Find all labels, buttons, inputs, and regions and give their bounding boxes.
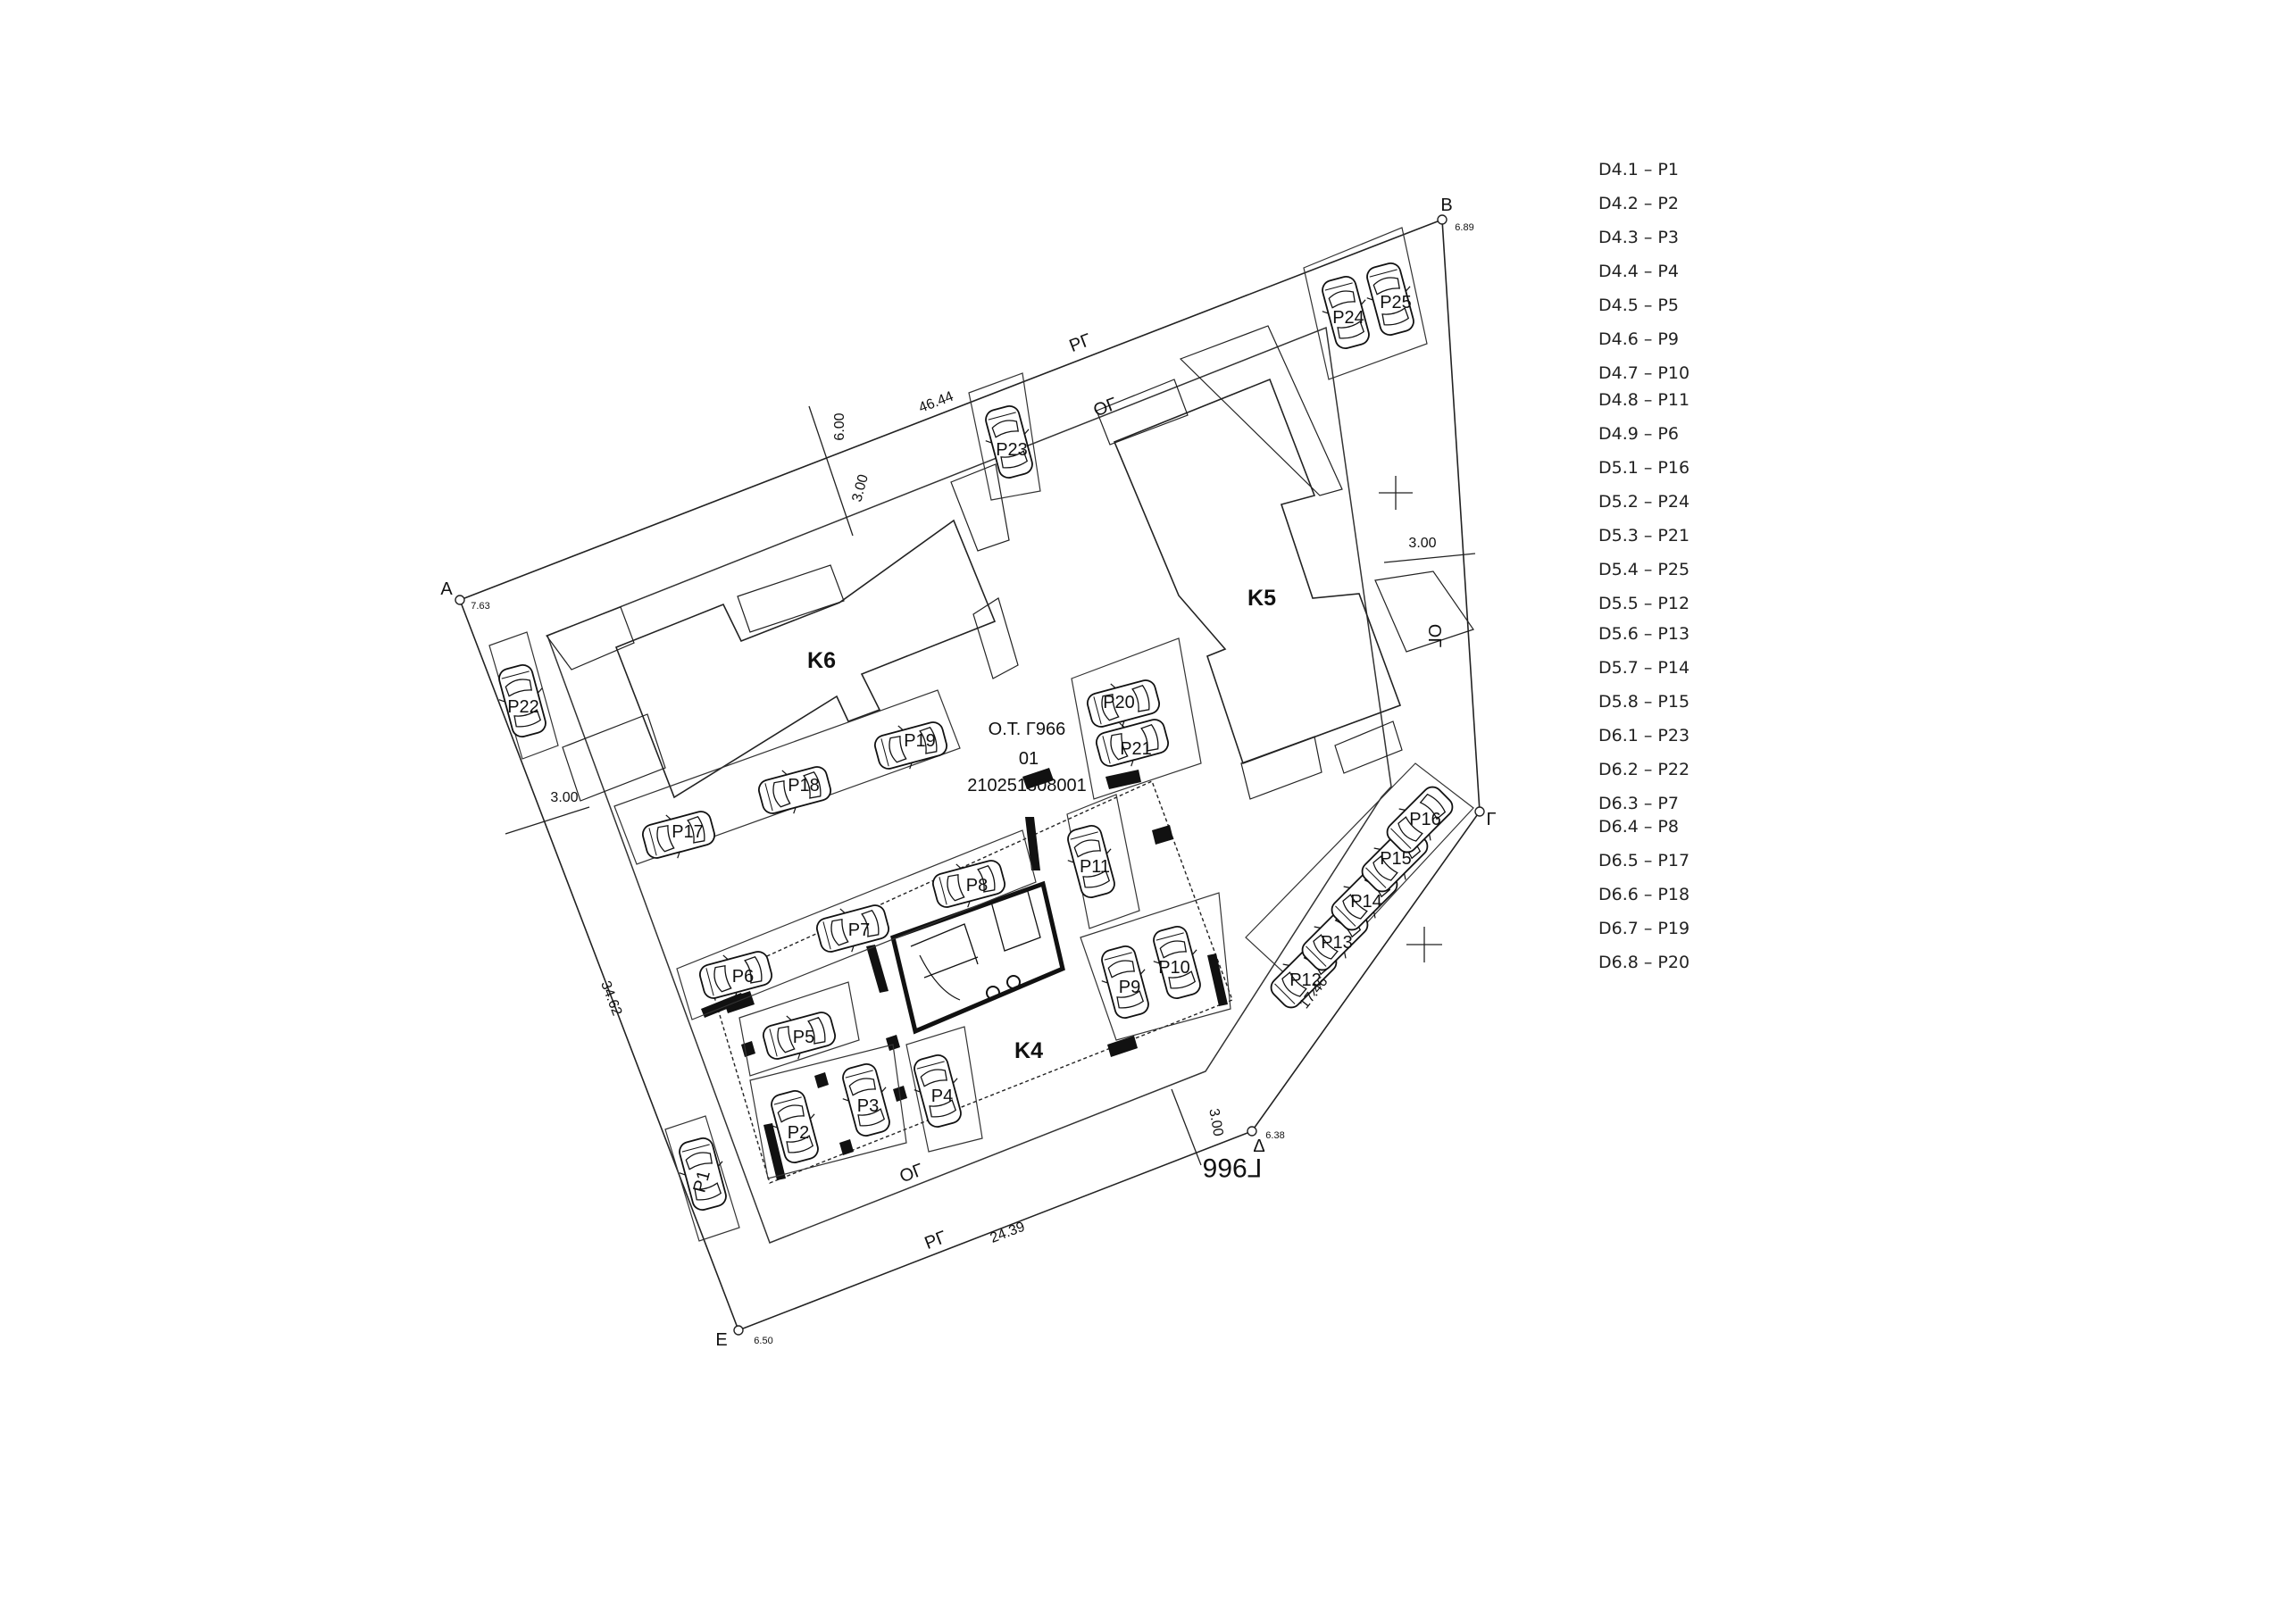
corner-label-g: Γ <box>1486 810 1496 829</box>
dim-setback-right: 3.00 <box>1408 536 1436 551</box>
legend-item: D6.8 – P20 <box>1598 953 1690 972</box>
legend-item: D5.8 – P15 <box>1598 692 1690 712</box>
corner-e <box>733 1325 744 1336</box>
plot-boundary <box>459 218 1481 1332</box>
block-label: Ο.Τ. Γ966 <box>989 720 1066 739</box>
legend-item: D4.3 – P3 <box>1598 228 1679 247</box>
parking-label: P5 <box>793 1028 814 1047</box>
parking-label: P12 <box>1289 970 1322 990</box>
parking-label: P4 <box>931 1087 953 1106</box>
parking-label: P8 <box>966 876 988 895</box>
parking-labels: P1 P2 P3 P4 P5 P6 P7 P8 P9 P10 P11 P12 P… <box>507 293 1441 1195</box>
parking-label: P13 <box>1321 933 1353 953</box>
building-lines <box>546 326 1392 1244</box>
block-id: Γ966 <box>1203 1153 1263 1182</box>
parking-label: P21 <box>1120 739 1152 759</box>
cadastral-code: 210251308001 <box>967 776 1086 795</box>
parking-label: P18 <box>788 776 820 795</box>
legend-item: D5.4 – P25 <box>1598 560 1690 579</box>
building-k6 <box>546 463 1019 802</box>
corner-b <box>1437 214 1448 225</box>
legend-item: D6.3 – P7 <box>1598 794 1679 813</box>
legend-item: D5.5 – P12 <box>1598 594 1690 613</box>
building-label-k4: K4 <box>1014 1038 1043 1063</box>
parking-legend: D4.1 – P1 D4.2 – P2 D4.3 – P3 D4.4 – P4 … <box>1598 156 1866 978</box>
legend-item: D4.1 – P1 <box>1598 160 1679 179</box>
corner-elev-a: 7.63 <box>471 601 489 612</box>
legend-item: D6.4 – P8 <box>1598 817 1679 837</box>
corner-elev-d: 6.38 <box>1265 1130 1284 1141</box>
parking-label: P7 <box>848 920 870 940</box>
dim-setback-top: 6.00 <box>832 412 847 440</box>
legend-item: D4.8 – P11 <box>1598 390 1690 410</box>
parking-label: P3 <box>857 1096 879 1116</box>
parking-label: P10 <box>1158 958 1190 978</box>
parking-label: P14 <box>1350 892 1382 912</box>
legend-item: D5.7 – P14 <box>1598 658 1690 678</box>
corner-d <box>1247 1126 1257 1137</box>
legend-item: D4.4 – P4 <box>1598 262 1679 281</box>
dim-setback-left: 3.00 <box>550 790 578 805</box>
legend-item: D5.1 – P16 <box>1598 458 1690 478</box>
parking-label: P24 <box>1332 308 1364 328</box>
parking-label: P19 <box>904 731 936 751</box>
parking-label: P23 <box>996 440 1028 460</box>
parking-label: P20 <box>1103 693 1135 712</box>
legend-item: D4.2 – P2 <box>1598 194 1679 213</box>
dim-setback-bottom: 3.00 <box>1206 1107 1225 1137</box>
dim-ed: 24.39 <box>989 1220 1028 1246</box>
legend-item: D5.3 – P21 <box>1598 526 1690 545</box>
parking-label: P22 <box>507 697 539 717</box>
parking-label: P9 <box>1119 978 1140 997</box>
legend-item: D4.9 – P6 <box>1598 424 1679 444</box>
dim-setback-inner: 3.00 <box>849 472 872 504</box>
legend-item: D6.7 – P19 <box>1598 919 1690 938</box>
parking-label: P16 <box>1409 810 1441 829</box>
legend-item: D4.5 – P5 <box>1598 296 1679 315</box>
dim-ab: 46.44 <box>917 389 956 416</box>
parking-bays <box>488 227 1474 1242</box>
parking-label: P17 <box>672 822 704 842</box>
legend-item: D6.1 – P23 <box>1598 726 1690 745</box>
dimension-lines <box>505 405 1476 1166</box>
building-label-k5: K5 <box>1247 586 1276 611</box>
building-label-k6: K6 <box>807 648 836 673</box>
corner-g <box>1474 806 1485 817</box>
parking-label: P25 <box>1380 293 1412 312</box>
parking-label: P2 <box>788 1123 809 1143</box>
legend-item: D5.2 – P24 <box>1598 492 1690 512</box>
legend-item: D6.6 – P18 <box>1598 885 1690 904</box>
legend-item: D4.7 – P10 <box>1598 363 1690 383</box>
corner-elev-e: 6.50 <box>754 1336 772 1346</box>
corner-a <box>455 595 465 605</box>
corner-label-a: Α <box>440 579 453 599</box>
parking-label: P11 <box>1080 857 1110 877</box>
legend-item: D6.2 – P22 <box>1598 760 1690 779</box>
og-label-right: ΟΓ <box>1424 624 1444 648</box>
corner-label-b: Β <box>1440 196 1452 215</box>
dim-ae: 34.62 <box>597 979 624 1019</box>
corner-label-d: Δ <box>1253 1137 1264 1156</box>
lot-number: 01 <box>1019 749 1039 769</box>
corner-points <box>455 214 1485 1336</box>
corner-label-e: Ε <box>715 1330 727 1350</box>
parking-label: P15 <box>1380 849 1412 869</box>
legend-item: D5.6 – P13 <box>1598 624 1690 644</box>
og-label-top: ΟΓ <box>1091 394 1121 421</box>
corner-elev-b: 6.89 <box>1455 222 1473 233</box>
legend-item: D6.5 – P17 <box>1598 851 1690 870</box>
parking-label: P6 <box>732 967 754 987</box>
rg-label-top: ΡΓ <box>1067 330 1095 356</box>
building-k5 <box>1096 325 1474 800</box>
legend-item: D4.6 – P9 <box>1598 329 1679 349</box>
